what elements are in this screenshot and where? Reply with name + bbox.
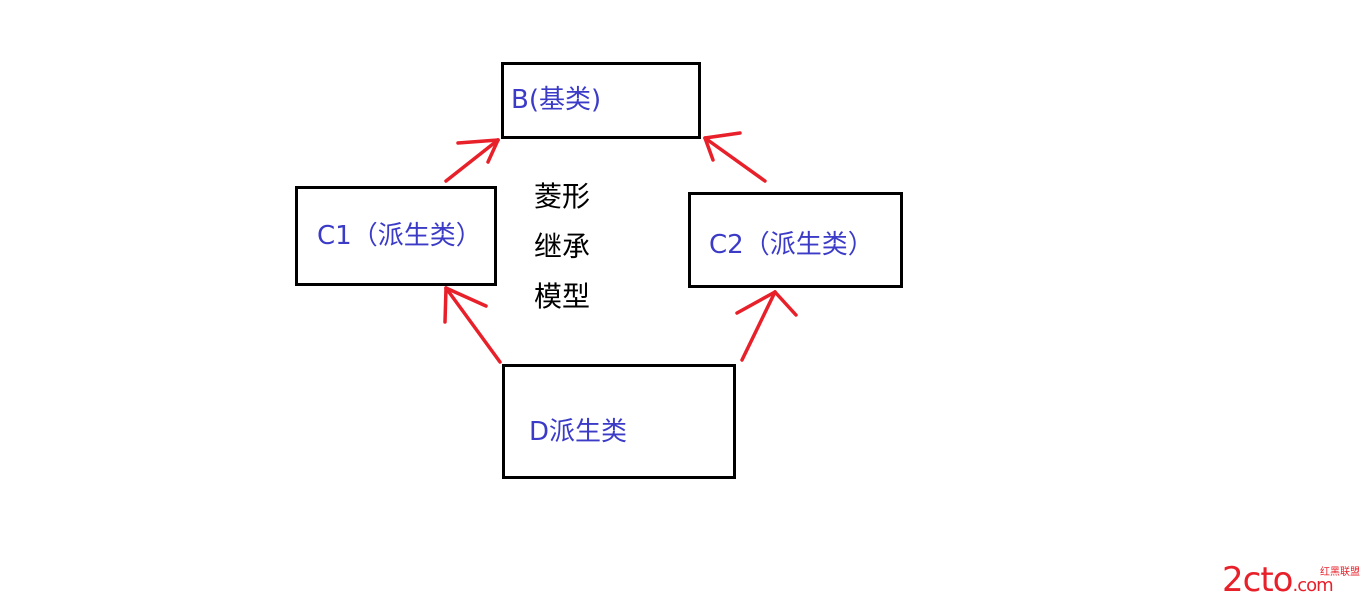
- watermark-main-text: 2cto.com: [1222, 560, 1334, 605]
- arrow-d-to-c2-head-a: [735, 290, 777, 315]
- arrow-d-to-c1-head-a: [443, 286, 448, 324]
- node-base-class-label: B(基类): [511, 85, 602, 115]
- node-derived-c2-label: C2（派生类）: [709, 230, 874, 260]
- node-derived-c1-label: C1（派生类）: [317, 221, 482, 251]
- caption-line-2: 继承: [534, 230, 591, 263]
- arrow-c2-to-b-head-b: [703, 136, 715, 162]
- arrow-c1-to-b: [444, 138, 500, 183]
- caption-line-1: 菱形: [534, 180, 591, 213]
- arrow-d-to-c2-head-b: [773, 290, 798, 317]
- arrow-c1-to-b-head-b: [486, 138, 500, 164]
- caption-line-3: 模型: [534, 280, 591, 313]
- node-base-class: B(基类): [501, 62, 701, 139]
- node-derived-c2: C2（派生类）: [688, 192, 903, 288]
- arrow-c1-to-b-head-a: [456, 138, 500, 145]
- arrow-d-to-c2: [740, 290, 777, 362]
- node-derived-d: D派生类: [502, 364, 736, 479]
- arrow-d-to-c1-head-b: [444, 286, 488, 308]
- site-watermark-logo: 2cto.com 红黑联盟: [1222, 560, 1360, 600]
- watermark-brand: 2cto: [1222, 560, 1293, 600]
- node-derived-d-label: D派生类: [529, 417, 628, 447]
- watermark-sub-text: 红黑联盟: [1320, 567, 1360, 578]
- watermark-suffix: .com: [1292, 575, 1333, 596]
- node-derived-c1: C1（派生类）: [295, 186, 497, 286]
- arrow-c2-to-b-head-a: [703, 131, 742, 140]
- arrow-d-to-c1: [444, 286, 502, 364]
- arrow-c2-to-b: [703, 136, 767, 183]
- diamond-inheritance-caption: 菱形 继承 模型: [534, 172, 614, 322]
